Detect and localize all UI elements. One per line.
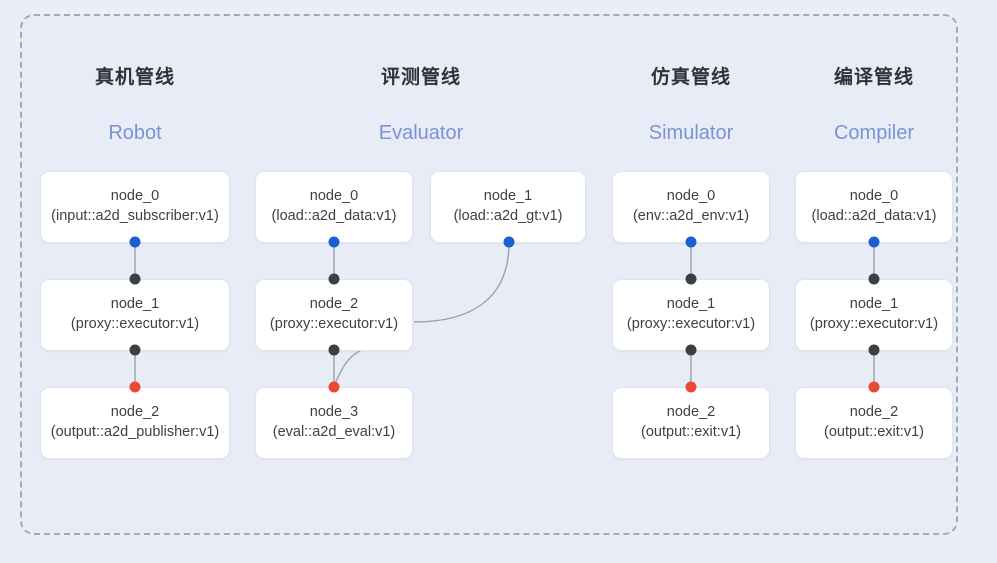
node-name: node_0 xyxy=(849,188,899,205)
port-out-robot-1[interactable] xyxy=(129,344,141,356)
node-evaluator-2[interactable]: node_2 (proxy::executor:v1) xyxy=(255,279,413,351)
column-title-en-robot: Robot xyxy=(108,122,162,144)
node-spec: (proxy::executor:v1) xyxy=(626,316,756,332)
node-name: node_1 xyxy=(110,296,160,313)
port-in-simulator-2[interactable] xyxy=(685,381,697,393)
node-name: node_1 xyxy=(666,296,716,313)
node-robot-2[interactable]: node_2 (output::a2d_publisher:v1) xyxy=(40,387,230,459)
port-out-evaluator-gt[interactable] xyxy=(503,236,515,248)
node-spec: (output::exit:v1) xyxy=(641,424,741,440)
node-name: node_0 xyxy=(309,188,359,205)
node-spec: (proxy::executor:v1) xyxy=(809,316,939,332)
column-title-en-simulator: Simulator xyxy=(648,122,734,144)
port-in-evaluator-3[interactable] xyxy=(328,381,340,393)
node-compiler-0[interactable]: node_0 (load::a2d_data:v1) xyxy=(795,171,953,243)
node-name: node_3 xyxy=(309,404,359,421)
node-robot-0[interactable]: node_0 (input::a2d_subscriber:v1) xyxy=(40,171,230,243)
column-title-en-evaluator: Evaluator xyxy=(378,122,464,144)
column-title-cn-robot: 真机管线 xyxy=(94,67,175,88)
node-name: node_0 xyxy=(110,188,160,205)
node-spec: (load::a2d_data:v1) xyxy=(811,208,937,224)
node-evaluator-gt[interactable]: node_1 (load::a2d_gt:v1) xyxy=(430,171,586,243)
node-simulator-1[interactable]: node_1 (proxy::executor:v1) xyxy=(612,279,770,351)
column-title-en-compiler: Compiler xyxy=(833,122,915,144)
node-evaluator-0[interactable]: node_0 (load::a2d_data:v1) xyxy=(255,171,413,243)
node-simulator-2[interactable]: node_2 (output::exit:v1) xyxy=(612,387,770,459)
node-compiler-2[interactable]: node_2 (output::exit:v1) xyxy=(795,387,953,459)
node-spec: (output::a2d_publisher:v1) xyxy=(50,424,220,440)
node-simulator-0[interactable]: node_0 (env::a2d_env:v1) xyxy=(612,171,770,243)
node-robot-1[interactable]: node_1 (proxy::executor:v1) xyxy=(40,279,230,351)
port-out-evaluator-0[interactable] xyxy=(328,236,340,248)
port-in-robot-1[interactable] xyxy=(129,273,141,285)
port-in-compiler-2[interactable] xyxy=(868,381,880,393)
node-compiler-1[interactable]: node_1 (proxy::executor:v1) xyxy=(795,279,953,351)
node-spec: (load::a2d_data:v1) xyxy=(271,208,397,224)
port-out-simulator-0[interactable] xyxy=(685,236,697,248)
node-spec: (eval::a2d_eval:v1) xyxy=(272,424,396,440)
node-spec: (env::a2d_env:v1) xyxy=(632,208,750,224)
node-spec: (proxy::executor:v1) xyxy=(70,316,200,332)
node-name: node_2 xyxy=(666,404,716,421)
node-spec: (output::exit:v1) xyxy=(824,424,924,440)
port-in-robot-2[interactable] xyxy=(129,381,141,393)
port-out-compiler-0[interactable] xyxy=(868,236,880,248)
port-out-evaluator-2[interactable] xyxy=(328,344,340,356)
node-name: node_2 xyxy=(309,296,359,313)
port-out-robot-0[interactable] xyxy=(129,236,141,248)
node-evaluator-3[interactable]: node_3 (eval::a2d_eval:v1) xyxy=(255,387,413,459)
node-name: node_0 xyxy=(666,188,716,205)
node-spec: (proxy::executor:v1) xyxy=(269,316,399,332)
node-name: node_1 xyxy=(849,296,899,313)
node-name: node_1 xyxy=(483,188,533,205)
node-name: node_2 xyxy=(110,404,160,421)
column-title-cn-simulator: 仿真管线 xyxy=(650,67,731,88)
column-title-cn-compiler: 编译管线 xyxy=(833,67,914,88)
port-out-simulator-1[interactable] xyxy=(685,344,697,356)
port-in-compiler-1[interactable] xyxy=(868,273,880,285)
port-out-compiler-1[interactable] xyxy=(868,344,880,356)
node-name: node_2 xyxy=(849,404,899,421)
column-title-cn-evaluator: 评测管线 xyxy=(380,67,461,88)
port-in-evaluator-2[interactable] xyxy=(328,273,340,285)
port-in-simulator-1[interactable] xyxy=(685,273,697,285)
node-spec: (input::a2d_subscriber:v1) xyxy=(51,208,219,224)
node-spec: (load::a2d_gt:v1) xyxy=(453,208,563,224)
